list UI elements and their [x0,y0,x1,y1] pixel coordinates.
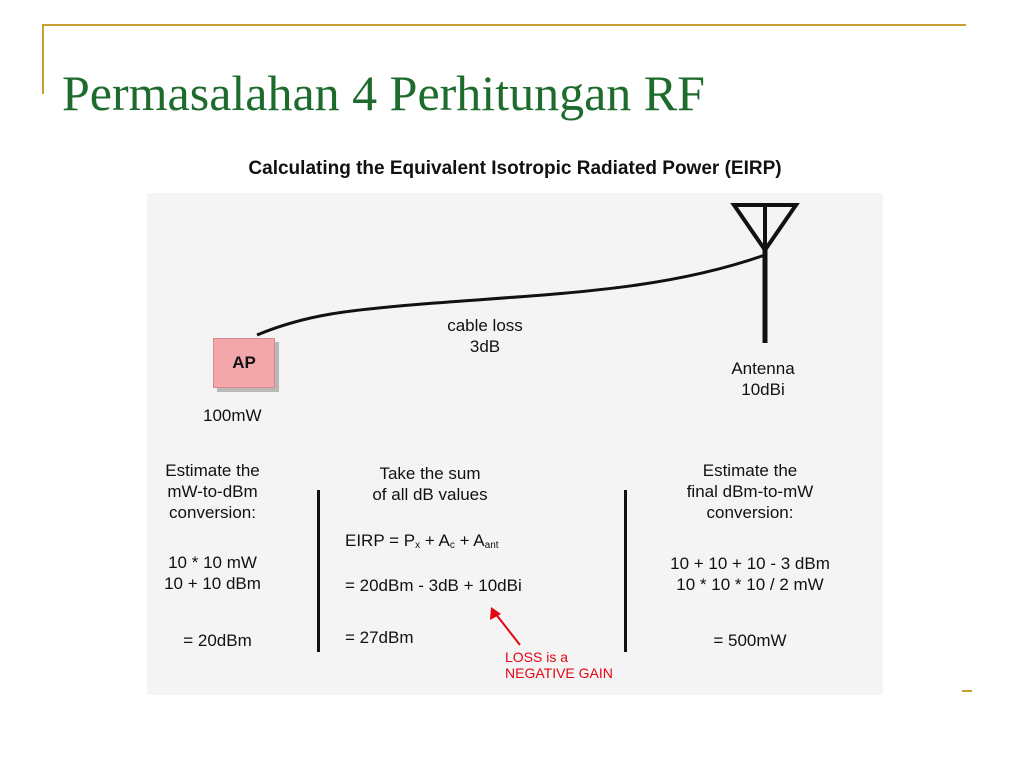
ap-power: 100mW [203,406,262,425]
mid-heading-line2: of all dB values [372,485,488,504]
formula-px-sub: x [415,540,421,551]
eirp-figure: Calculating the Equivalent Isotropic Rad… [145,155,885,695]
formula-prefix: EIRP = P [345,531,416,550]
frame-top-rule [42,24,966,26]
left-column-calc: 10 * 10 mW 10 + 10 dBm [145,552,280,594]
antenna-line1: Antenna [731,359,795,378]
frame-corner-tick [962,690,972,692]
separator-right [624,490,627,652]
left-heading-line3: conversion: [169,503,256,522]
separator-left [317,490,320,652]
eirp-formula: EIRP = Px + Ac + Aant [345,530,499,556]
figure-title: Calculating the Equivalent Isotropic Rad… [248,158,782,179]
antenna-line2: 10dBi [741,380,785,399]
cable-antenna-drawing [256,203,800,646]
left-calc-line2: 10 + 10 dBm [164,574,261,593]
frame-left-rule [42,24,44,94]
note-line2: NEGATIVE GAIN [505,665,613,681]
left-calc-line1: 10 * 10 mW [168,553,257,572]
right-column-calc: 10 + 10 + 10 - 3 dBm 10 * 10 * 10 / 2 mW [635,553,865,595]
left-heading-line2: mW-to-dBm [167,482,258,501]
slide-title: Permasalahan 4 Perhitungan RF [62,65,705,121]
right-calc-line2: 10 * 10 * 10 / 2 mW [676,575,824,594]
formula-ac-sub: c [449,540,455,551]
cable-loss-line1: cable loss [447,316,523,335]
ap-box: AP [213,338,275,388]
right-heading-line2: final dBm-to-mW [686,482,814,501]
right-heading-line1: Estimate the [702,461,798,480]
mid-calc: = 20dBm - 3dB + 10dBi [345,576,522,595]
left-column-heading: Estimate the mW-to-dBm conversion: [145,460,280,523]
right-column-heading: Estimate the final dBm-to-mW conversion: [645,460,855,523]
formula-plus1: + A [420,531,450,550]
right-calc-line1: 10 + 10 + 10 - 3 dBm [670,554,830,573]
note-arrow [494,612,521,646]
mid-column-heading: Take the sum of all dB values [340,463,520,505]
cable-line [256,253,766,337]
formula-plus2: + A [454,531,485,550]
ap-label: AP [232,353,256,372]
formula-aant-sub: ant [484,540,499,551]
loss-note: LOSS is a NEGATIVE GAIN [505,649,613,681]
left-heading-line1: Estimate the [165,461,260,480]
mid-heading-line1: Take the sum [379,464,481,483]
note-arrow-head [490,607,501,620]
note-line1: LOSS is a [505,649,569,665]
figure-panel [147,193,883,695]
left-result: = 20dBm [183,631,252,650]
right-result: = 500mW [713,631,787,650]
mid-result: = 27dBm [345,628,414,647]
cable-loss-label: cable loss 3dB [420,315,550,357]
cable-loss-line2: 3dB [469,337,501,356]
right-heading-line3: conversion: [706,503,794,522]
antenna-label: Antenna 10dBi [708,358,818,400]
